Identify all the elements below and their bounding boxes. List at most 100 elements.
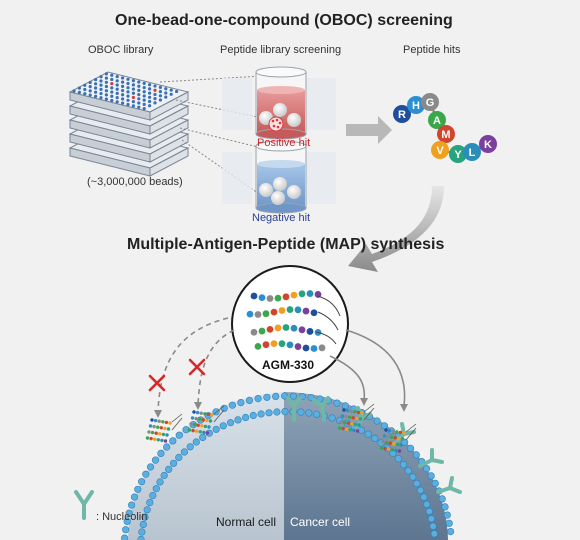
phospholipid-head [407,444,415,453]
library-bead [126,77,130,81]
library-bead [104,76,108,80]
phospholipid-head [273,408,281,416]
peptide-residue-bead [449,145,467,163]
mini-map-residue [387,428,392,433]
phospholipid-head [234,416,242,424]
map-residue [298,290,306,298]
map-residue [286,341,294,349]
mini-map-residue [339,420,343,424]
phospholipid-head [289,392,298,400]
map-residue [298,326,306,334]
label-negative-hit: Negative hit [252,212,311,224]
mini-map-residue [160,438,164,443]
phospholipid-head [281,408,289,416]
phospholipid-head [121,534,129,540]
library-bead [148,91,152,95]
mini-map-residue [397,436,401,441]
library-bead [148,95,152,99]
phospholipid-head [157,449,165,458]
mini-map-residue [200,424,204,428]
map-residue [270,308,278,316]
curved-arrow-to-map [348,186,444,272]
map-residue [246,310,254,318]
mini-map-residue [349,409,353,413]
positive-bead-dots [271,118,282,129]
peptide-residue-letter: L [469,147,476,159]
library-bead [137,93,141,97]
map-residue [282,324,290,331]
library-bead [83,83,87,87]
phospholipid-head [427,515,436,523]
library-bead [142,98,146,102]
phospholipid-head [404,467,412,475]
map-residue [266,325,274,333]
library-bead [131,104,135,108]
mini-map-residue [198,417,202,421]
mini-map-residue [348,415,352,419]
mini-map-residue [342,420,347,425]
mini-map-linker [171,413,183,431]
mini-map-residue [398,430,403,435]
mini-map-residue [150,430,155,435]
oboc-library-stack [68,71,190,177]
phospholipid-head [169,437,177,445]
peptide-residue-bead [431,141,449,159]
peptide-residue-bead [407,96,425,114]
mini-map-residue [147,430,151,434]
phospholipid-head [427,472,435,480]
phospholipid-head [180,448,188,456]
phospholipid-head [431,479,439,488]
phospholipid-head [341,402,350,410]
mini-map-residue [397,449,402,453]
phospholipid-head [142,470,150,478]
phospholipid-head [141,513,149,521]
library-bead [158,90,162,94]
phospholipid-head [445,519,453,527]
phospholipid-head [333,399,341,407]
title-oboc: One-bead-one-compound (OBOC) screening [115,12,453,29]
peptide-residue-letter: G [426,97,435,109]
phospholipid-head [441,503,449,511]
library-bead [115,87,119,91]
library-bead [126,90,130,94]
library-bead [110,86,114,90]
library-bead [77,86,81,90]
phospholipid-head [373,417,381,425]
phospholipid-head [423,500,431,508]
mini-map-residue [210,413,214,417]
title-map-synthesis: Multiple-Antigen-Peptide (MAP) synthesis [127,236,445,253]
mini-map-residue [199,411,203,415]
phospholipid-head [423,465,431,473]
phospholipid-head [245,396,253,405]
mini-map-residue [165,433,169,437]
peptide-residue-bead [437,125,455,143]
library-bead [131,83,135,87]
library-bead [99,96,103,100]
library-bead [104,84,108,89]
map-residue [250,292,258,300]
label-agm330: AGM-330 [262,358,315,372]
mini-map-residue [395,430,399,434]
mini-map-residue [390,435,394,439]
mini-map-residue [156,425,160,429]
phospholipid-head [416,486,425,494]
library-bead [94,82,98,86]
label-oboc-library: OBOC library [88,44,154,56]
mini-map-residue [381,440,385,444]
phospholipid-head [199,433,207,442]
map-residue [278,340,286,348]
library-bead [126,98,130,102]
map-residue [258,294,266,302]
phospholipid-head [143,506,151,514]
mini-map-residue [191,428,195,433]
library-bead [142,106,146,111]
map-residue [290,291,298,299]
phospholipid-head [249,411,257,420]
library-bead [121,76,125,80]
blocked-arrows [157,317,235,413]
phospholipid-head [237,399,245,407]
mini-map-residue [207,425,211,429]
mini-map-residue [158,432,162,436]
blocked-arrowheads [154,402,202,418]
